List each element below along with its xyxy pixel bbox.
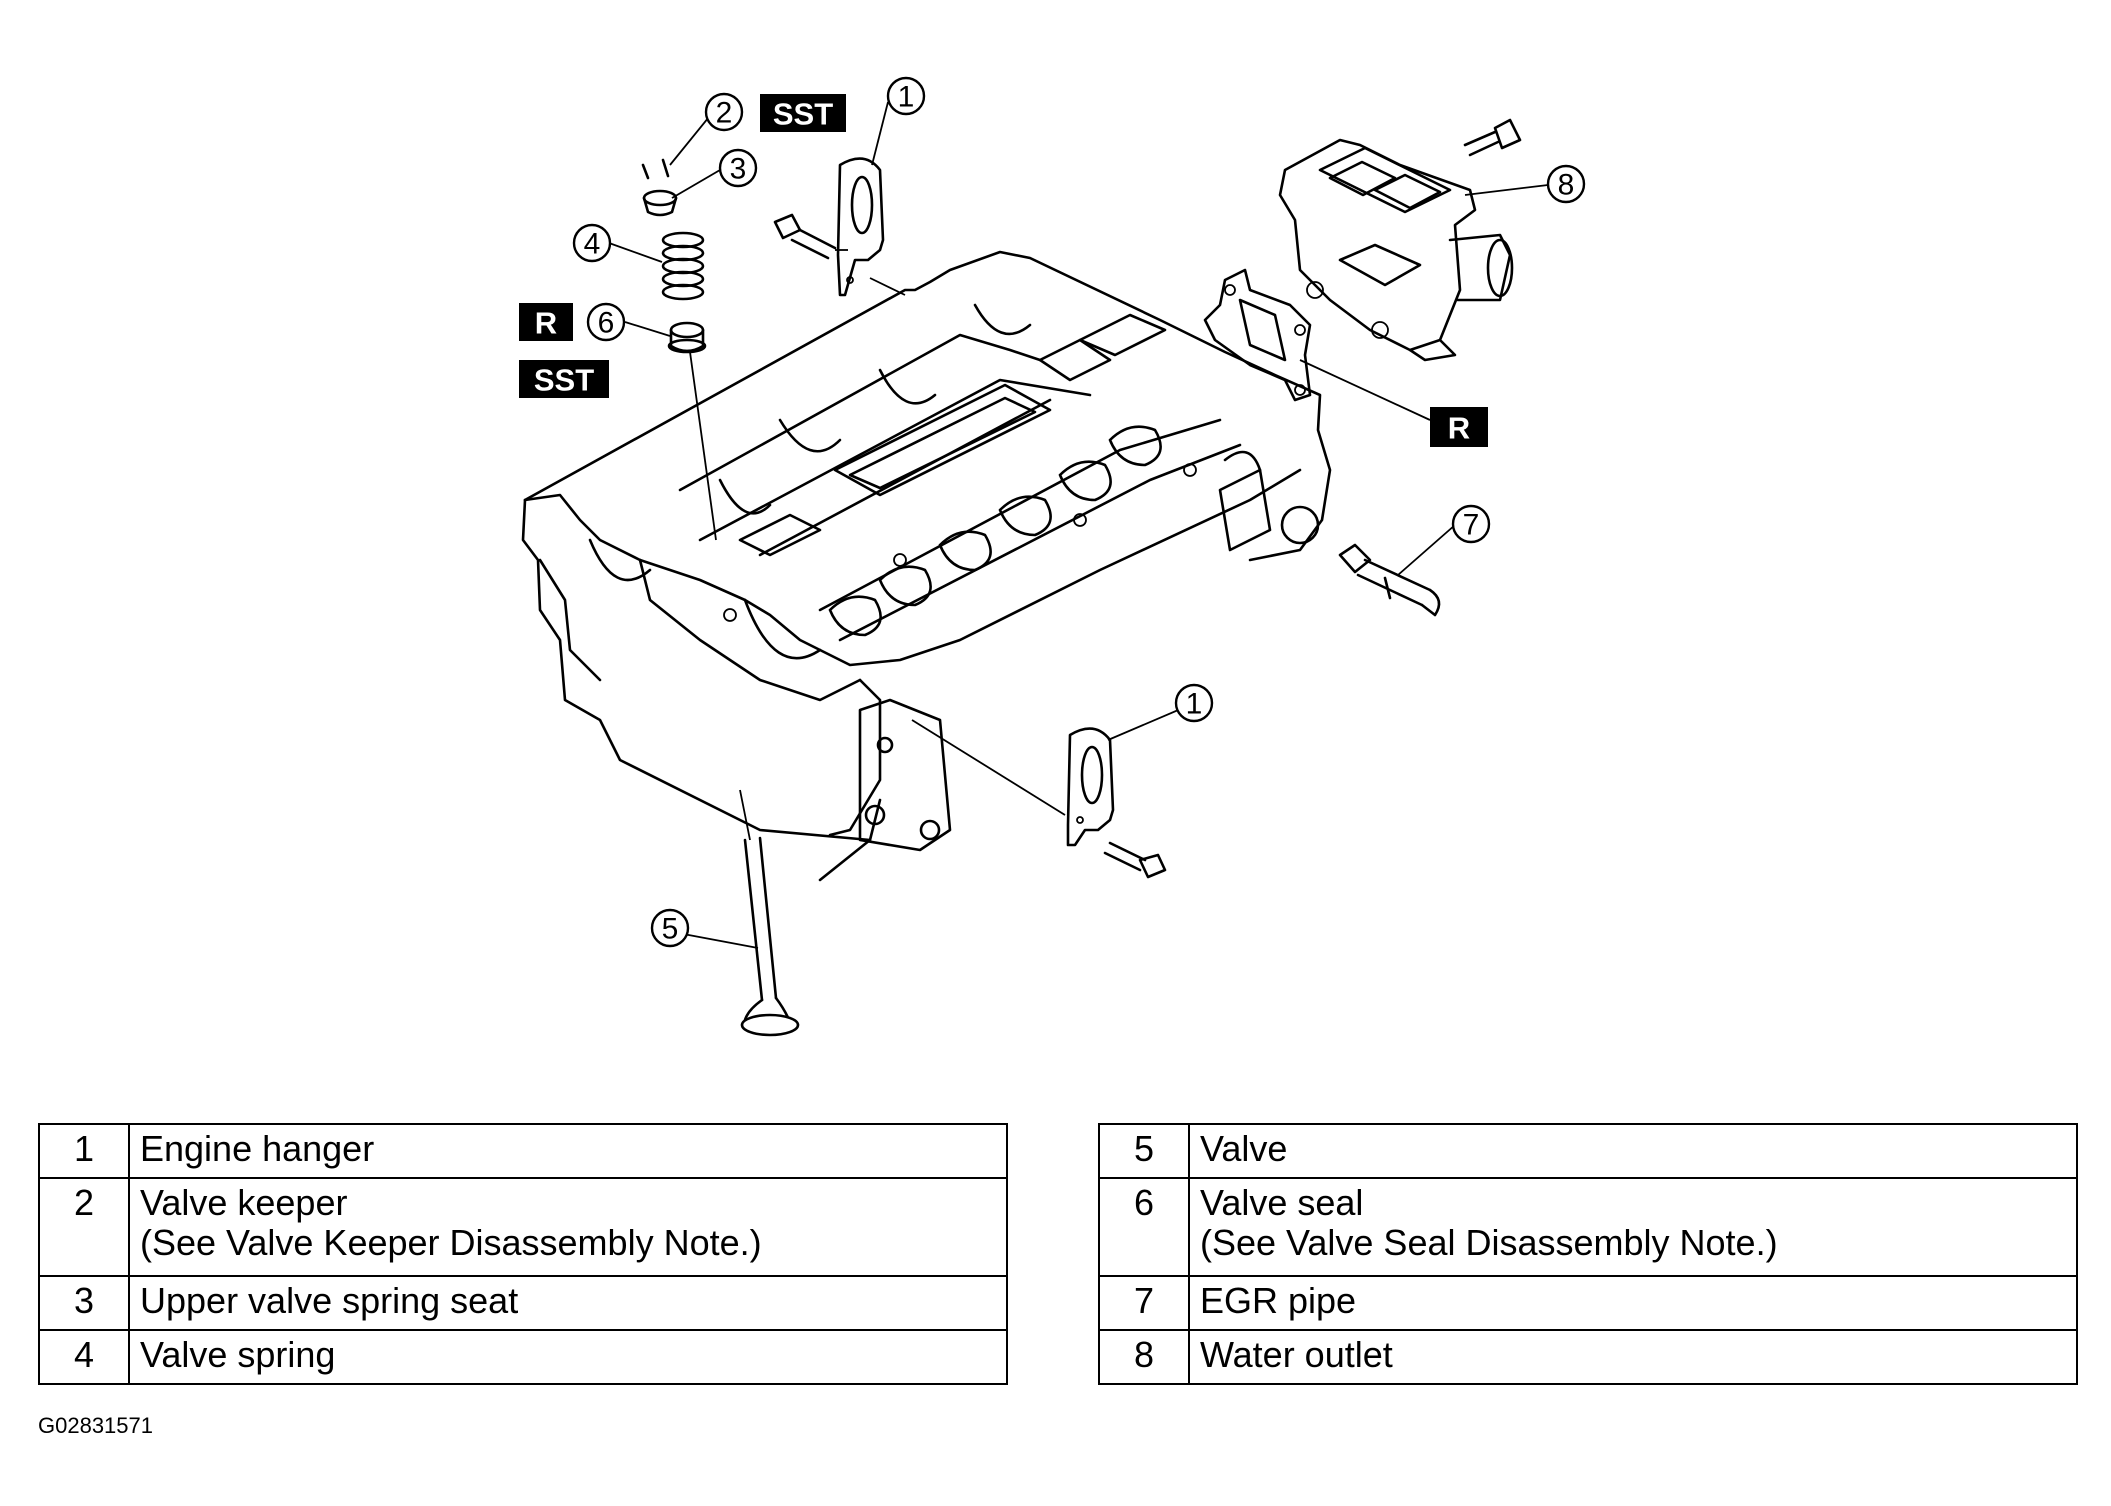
legend-row: 1 Engine hanger <box>38 1123 1008 1179</box>
sst-tag-top: SST <box>760 94 846 132</box>
legend-part-label: Water outlet <box>1200 1334 1393 1375</box>
callout-8: 8 <box>1546 164 1586 204</box>
legend-row: 4 Valve spring <box>38 1329 1008 1385</box>
r-tag-left: R <box>519 303 573 341</box>
legend-part-label: EGR pipe <box>1200 1280 1357 1321</box>
legend-part-name: Engine hanger <box>128 1123 1008 1179</box>
parts-legend-left: 1 Engine hanger 2 Valve keeper(See Valve… <box>38 1123 1008 1385</box>
valve-illustration <box>739 789 800 1037</box>
legend-part-name: Valve seal(See Valve Seal Disassembly No… <box>1188 1177 2078 1277</box>
callout-5: 5 <box>650 908 690 948</box>
water-outlet-gasket-illustration <box>1203 268 1312 402</box>
parts-legend-right: 5 Valve 6 Valve seal(See Valve Seal Disa… <box>1098 1123 2078 1385</box>
legend-row: 5 Valve <box>1098 1123 2078 1179</box>
water-outlet-illustration <box>1278 118 1522 362</box>
valve-parts-illustration <box>641 158 717 541</box>
legend-number: 6 <box>1098 1177 1190 1277</box>
legend-part-label: Upper valve spring seat <box>140 1280 519 1321</box>
legend-part-name: EGR pipe <box>1188 1275 2078 1331</box>
legend-row: 6 Valve seal(See Valve Seal Disassembly … <box>1098 1177 2078 1277</box>
sst-tag-left: SST <box>519 360 609 398</box>
callout-1-upper-label: 1 <box>898 81 915 114</box>
callout-4-label: 4 <box>584 228 601 261</box>
callout-8-label: 8 <box>1558 169 1575 202</box>
cylinder-head-illustration <box>521 250 1332 882</box>
legend-row: 8 Water outlet <box>1098 1329 2078 1385</box>
callout-5-label: 5 <box>662 913 679 946</box>
exploded-cylinder-head-diagram: 1 2 3 4 6 8 7 1 5 SST R SST <box>519 76 1586 1037</box>
callout-2: 2 <box>704 92 744 132</box>
callout-2-label: 2 <box>716 97 733 130</box>
legend-number: 3 <box>38 1275 130 1331</box>
legend-number: 2 <box>38 1177 130 1277</box>
engine-hanger-upper-illustration <box>773 157 906 297</box>
callout-6: 6 <box>586 302 626 342</box>
legend-part-name: Upper valve spring seat <box>128 1275 1008 1331</box>
legend-part-name: Valve <box>1188 1123 2078 1179</box>
legend-part-label: Valve keeper <box>140 1182 348 1223</box>
legend-part-label: Valve seal <box>1200 1182 1364 1223</box>
callout-1-lower: 1 <box>1174 683 1214 723</box>
legend-part-note: (See Valve Seal Disassembly Note.) <box>1200 1222 1778 1263</box>
r-tag-right: R <box>1430 407 1488 447</box>
egr-pipe-illustration <box>1338 543 1441 617</box>
legend-part-label: Valve <box>1200 1128 1288 1169</box>
sst-tag-left-label: SST <box>534 363 594 398</box>
callout-1-lower-label: 1 <box>1186 688 1203 721</box>
legend-number: 7 <box>1098 1275 1190 1331</box>
callout-3-label: 3 <box>730 153 747 186</box>
legend-part-note: (See Valve Keeper Disassembly Note.) <box>140 1222 762 1263</box>
legend-number: 8 <box>1098 1329 1190 1385</box>
legend-part-label: Engine hanger <box>140 1128 375 1169</box>
callout-7-label: 7 <box>1463 509 1480 542</box>
legend-number: 1 <box>38 1123 130 1179</box>
callout-7: 7 <box>1451 504 1491 544</box>
legend-part-label: Valve spring <box>140 1334 336 1375</box>
legend-row: 2 Valve keeper(See Valve Keeper Disassem… <box>38 1177 1008 1277</box>
legend-row: 3 Upper valve spring seat <box>38 1275 1008 1331</box>
legend-number: 4 <box>38 1329 130 1385</box>
engine-hanger-lower-illustration <box>911 719 1167 879</box>
legend-part-name: Water outlet <box>1188 1329 2078 1385</box>
r-tag-right-label: R <box>1448 411 1470 446</box>
r-tag-left-label: R <box>535 306 557 341</box>
callout-4: 4 <box>572 223 612 263</box>
legend-part-name: Valve keeper(See Valve Keeper Disassembl… <box>128 1177 1008 1277</box>
legend-part-name: Valve spring <box>128 1329 1008 1385</box>
legend-number: 5 <box>1098 1123 1190 1179</box>
callout-6-label: 6 <box>598 307 615 340</box>
sst-tag-top-label: SST <box>773 97 833 132</box>
callout-3: 3 <box>718 148 758 188</box>
figure-id: G02831571 <box>38 1413 153 1438</box>
callout-1-upper: 1 <box>886 76 926 116</box>
legend-row: 7 EGR pipe <box>1098 1275 2078 1331</box>
